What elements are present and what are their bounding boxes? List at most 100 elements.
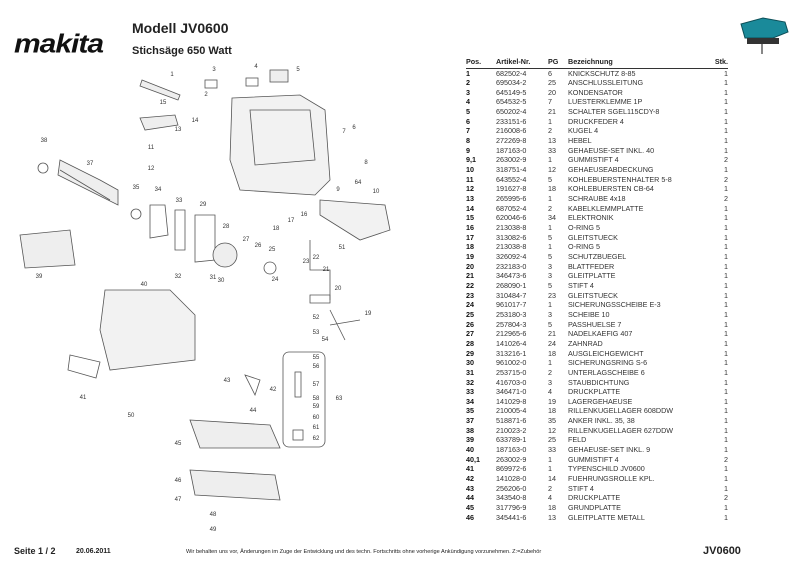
cell-pg: 4: [548, 387, 552, 397]
callout-63: 63: [335, 396, 343, 402]
cell-pos: 12: [466, 184, 474, 194]
cell-bez: STIFT 4: [568, 280, 594, 290]
cell-pos: 13: [466, 194, 474, 204]
cell-bez: GRUNDPLATTE: [568, 503, 621, 513]
cell-bez: ANSCHLUSSLEITUNG: [568, 78, 644, 88]
cell-bez: SICHERUNGSRING S-6: [568, 358, 648, 368]
cell-bez: UNTERLAGSCHEIBE 6: [568, 367, 645, 377]
cell-stk: 1: [724, 251, 728, 261]
cell-stk: 1: [724, 223, 728, 232]
cell-pos: 14: [466, 203, 474, 213]
cell-pos: 9: [466, 145, 470, 155]
cell-pos: 3: [466, 87, 470, 97]
callout-15: 15: [159, 100, 167, 106]
callout-9: 9: [336, 187, 340, 193]
callout-48: 48: [209, 512, 217, 518]
cell-pg: 4: [548, 493, 552, 503]
callout-7: 7: [342, 129, 346, 135]
cell-pos: 33: [466, 387, 474, 397]
cell-art: 343540-8: [496, 493, 527, 503]
cell-stk: 1: [724, 232, 728, 242]
cell-bez: GLEITPLATTE: [568, 271, 616, 281]
cell-art: 345441-6: [496, 512, 527, 522]
cell-pos: 42: [466, 474, 474, 484]
cell-bez: SCHEIBE 10: [568, 309, 610, 319]
footer-model: JV0600: [703, 545, 741, 557]
cell-pg: 3: [548, 261, 552, 271]
model-title: Modell JV0600: [132, 20, 229, 36]
cell-art: 253180-3: [496, 309, 527, 319]
callout-59: 59: [312, 404, 320, 410]
cell-stk: 1: [724, 116, 728, 126]
cell-pos: 18: [466, 242, 474, 252]
cell-bez: FELD: [568, 435, 587, 445]
cell-pg: 19: [548, 396, 556, 406]
cell-bez: GEHAEUSE-SET INKL. 9: [568, 445, 651, 455]
cell-stk: 1: [724, 387, 728, 397]
callout-52: 52: [312, 315, 320, 321]
callout-2: 2: [204, 92, 208, 98]
cell-stk: 1: [724, 435, 728, 445]
callout-47: 47: [174, 497, 182, 503]
cell-bez: GLEITSTUECK: [568, 290, 618, 300]
cell-pg: 18: [548, 406, 556, 416]
cell-stk: 1: [724, 512, 728, 522]
cell-stk: 1: [724, 483, 728, 493]
callout-46: 46: [174, 478, 182, 484]
cell-stk: 1: [724, 406, 728, 416]
cell-pos: 1: [466, 68, 470, 78]
cell-bez: KUGEL 4: [568, 126, 599, 136]
callout-62: 62: [312, 436, 320, 442]
cell-art: 620046-6: [496, 213, 527, 223]
cell-pg: 21: [548, 107, 556, 117]
cell-pg: 5: [548, 232, 552, 242]
page-number: Seite 1 / 2: [14, 546, 56, 556]
cell-pos: 2: [466, 78, 470, 88]
cell-bez: GEHAEUSE-SET INKL. 40: [568, 145, 655, 155]
cell-pg: 1: [548, 454, 552, 464]
col-pg: PG: [548, 57, 568, 69]
cell-pg: 1: [548, 358, 552, 368]
cell-stk: 1: [724, 358, 728, 368]
product-image: [740, 17, 789, 54]
cell-art: 318751-4: [496, 165, 527, 175]
cell-art: 191627-8: [496, 184, 527, 194]
callout-19: 19: [364, 311, 372, 317]
table-header-row: Pos. Artikel-Nr. PG Bezeichnung Stk.: [466, 57, 728, 69]
cell-stk: 1: [724, 290, 728, 300]
cell-pos: 30: [466, 358, 474, 368]
cell-art: 643552-4: [496, 174, 527, 184]
cell-pos: 43: [466, 483, 474, 493]
cell-pg: 33: [548, 445, 556, 455]
cell-pg: 14: [548, 474, 556, 484]
cell-bez: SCHALTER SGEL115CDY-8: [568, 107, 660, 117]
cell-art: 212965-6: [496, 329, 527, 339]
cell-pg: 18: [548, 503, 556, 513]
cell-art: 326092-4: [496, 251, 527, 261]
cell-pos: 15: [466, 213, 474, 223]
callout-5: 5: [296, 67, 300, 73]
callout-22: 22: [312, 255, 320, 261]
cell-art: 265995-6: [496, 194, 527, 204]
cell-bez: NADELKAEFIG 407: [568, 329, 633, 339]
cell-pg: 3: [548, 377, 552, 387]
callout-10: 10: [372, 189, 380, 195]
callout-27: 27: [242, 237, 250, 243]
callout-30: 30: [217, 278, 225, 284]
cell-bez: TYPENSCHILD JV0600: [568, 464, 645, 474]
cell-pos: 45: [466, 503, 474, 513]
cell-pg: 13: [548, 512, 556, 522]
